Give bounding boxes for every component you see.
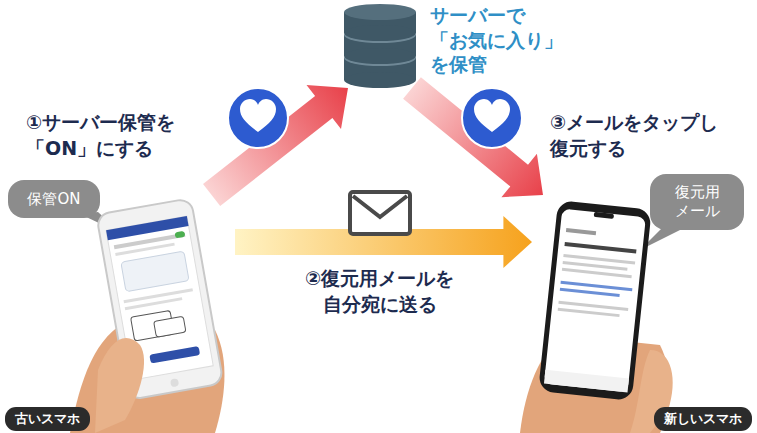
heart-icon bbox=[462, 88, 522, 148]
node-text: 古いスマホ bbox=[5, 407, 90, 431]
server-node: サーバーで 「お気に入り」を保管 bbox=[340, 3, 420, 88]
step-label: ③メールをタップし 復元する bbox=[550, 110, 718, 161]
step-label: ②復元用メールを 自分宛に送る bbox=[305, 266, 454, 317]
envelope-icon bbox=[350, 192, 410, 234]
flow-arrow bbox=[203, 85, 348, 206]
server-icon bbox=[344, 4, 416, 88]
old-phone-node: 古いスマホ bbox=[55, 195, 235, 430]
old-phone bbox=[70, 198, 224, 433]
flow-arrow bbox=[403, 77, 543, 197]
node-text: 保管ON bbox=[27, 190, 80, 209]
new-phone bbox=[520, 200, 673, 433]
heart-icon bbox=[228, 88, 288, 148]
new-phone-node: 新しいスマホ bbox=[532, 195, 752, 430]
speech-bubble: 復元用 メール bbox=[650, 174, 744, 230]
node-text: 復元用 メール bbox=[675, 183, 720, 221]
speech-bubble: 保管ON bbox=[8, 180, 100, 218]
node-text: サーバーで 「お気に入り」を保管 bbox=[430, 3, 563, 77]
node-text: 新しいスマホ bbox=[654, 407, 752, 431]
step-label: ①サーバー保管を 「ON」にする bbox=[26, 110, 175, 161]
